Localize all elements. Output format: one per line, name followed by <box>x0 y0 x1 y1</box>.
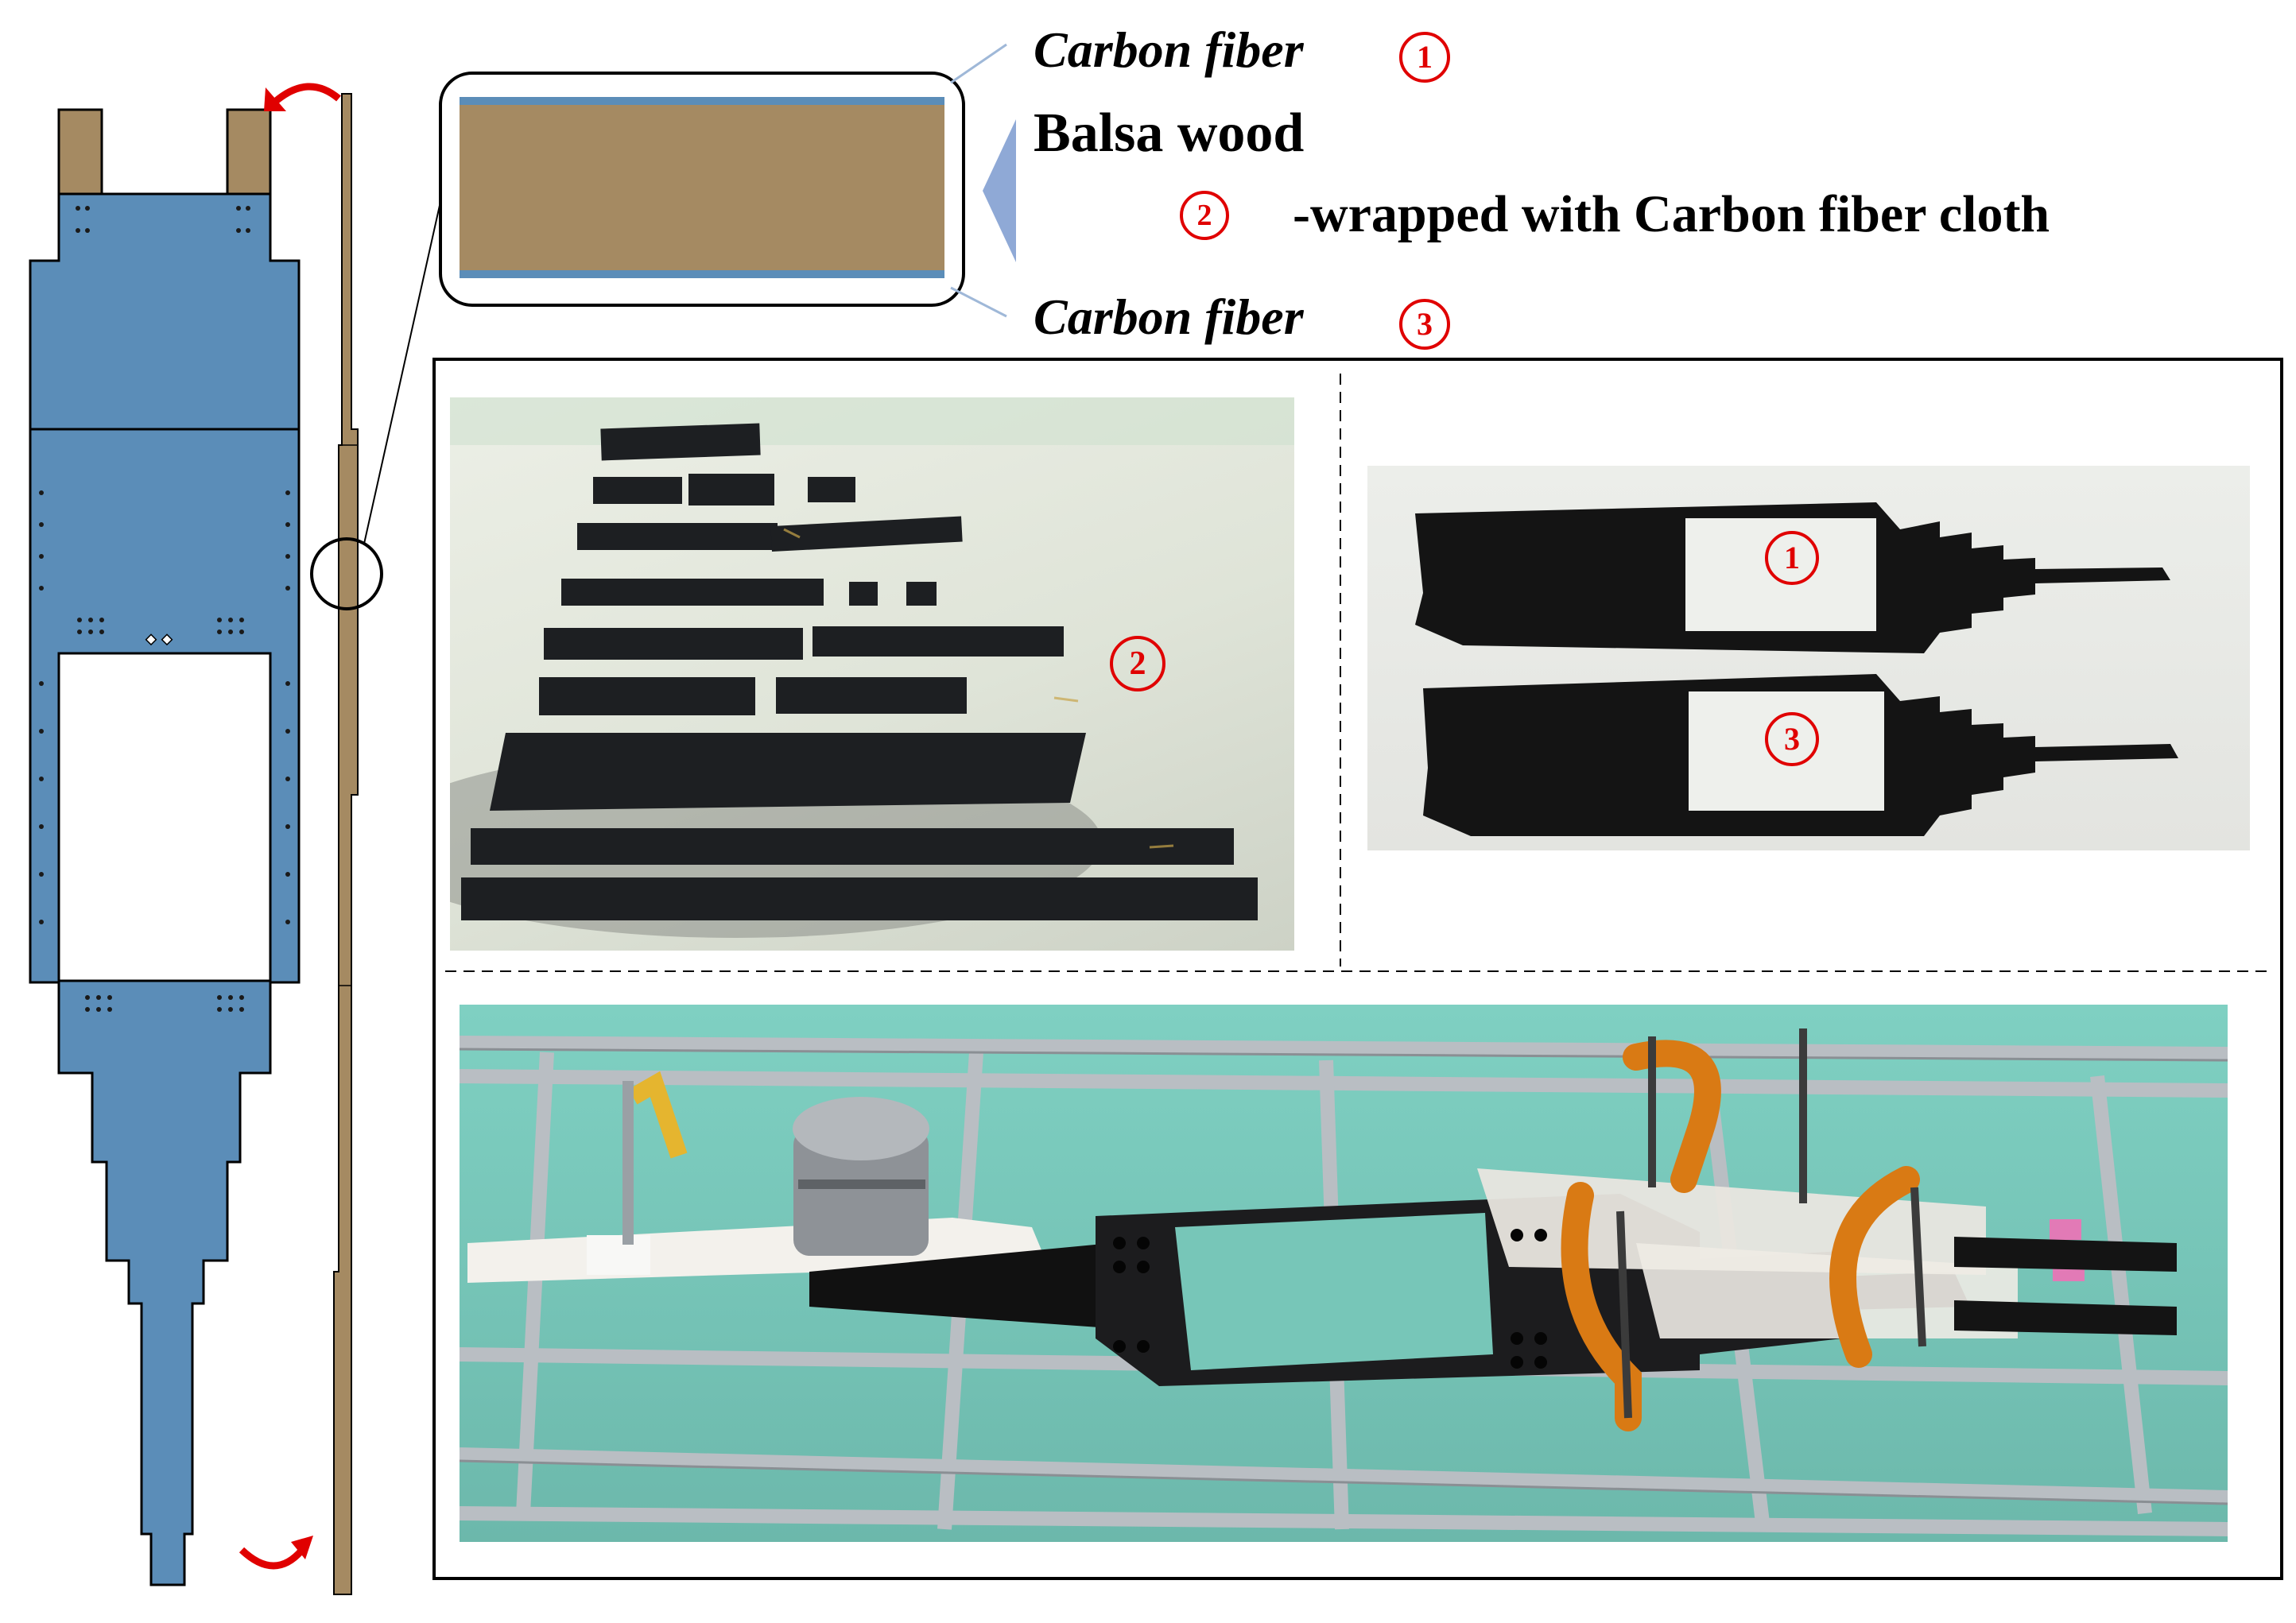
rotate-arrow-bottom-icon <box>239 1547 305 1570</box>
rotate-arrow-top-icon <box>273 83 341 105</box>
detail-circle <box>310 537 383 610</box>
photo-assembly-frame <box>460 1005 2228 1542</box>
photo-panel-frame <box>432 358 2283 1580</box>
balsa-core <box>460 105 944 270</box>
plate-holes <box>39 206 290 1012</box>
label-carbon-fiber-top-text: Carbon fiber <box>1034 21 1304 78</box>
marker-1-photo: 1 <box>1765 531 1819 585</box>
label-carbon-fiber-top: Carbon fiber <box>1034 21 1304 79</box>
label-wrapped: -wrapped with Carbon fiber cloth <box>1293 185 2050 243</box>
balsa-tab-left <box>57 108 103 196</box>
marker-3-photo: 3 <box>1765 712 1819 766</box>
marker-1-top: 1 <box>1399 32 1450 83</box>
balsa-pointer-icon <box>983 119 1016 262</box>
marker-2-top: 2 <box>1180 191 1229 240</box>
plate-window <box>57 652 272 982</box>
rotate-arrow-top-head-icon <box>264 87 286 111</box>
label-balsa-wood: Balsa wood <box>1034 103 1305 164</box>
plate-diamond-holes <box>145 633 173 646</box>
photo-carbon-plates: 1 3 <box>1367 466 2250 850</box>
carbon-layer-top <box>460 97 944 105</box>
marker-2-photo: 2 <box>1110 636 1165 691</box>
photo-balsa-strips: 2 <box>450 397 1294 951</box>
side-view-strip <box>333 93 359 1595</box>
label-carbon-fiber-bottom-text: Carbon fiber <box>1034 289 1304 345</box>
label-carbon-fiber-bottom: Carbon fiber <box>1034 288 1304 347</box>
carbon-layer-bottom <box>460 270 944 278</box>
balsa-tab-right <box>226 108 272 196</box>
rotate-arrow-bottom-head-icon <box>291 1536 313 1559</box>
marker-3-top: 3 <box>1399 299 1450 350</box>
